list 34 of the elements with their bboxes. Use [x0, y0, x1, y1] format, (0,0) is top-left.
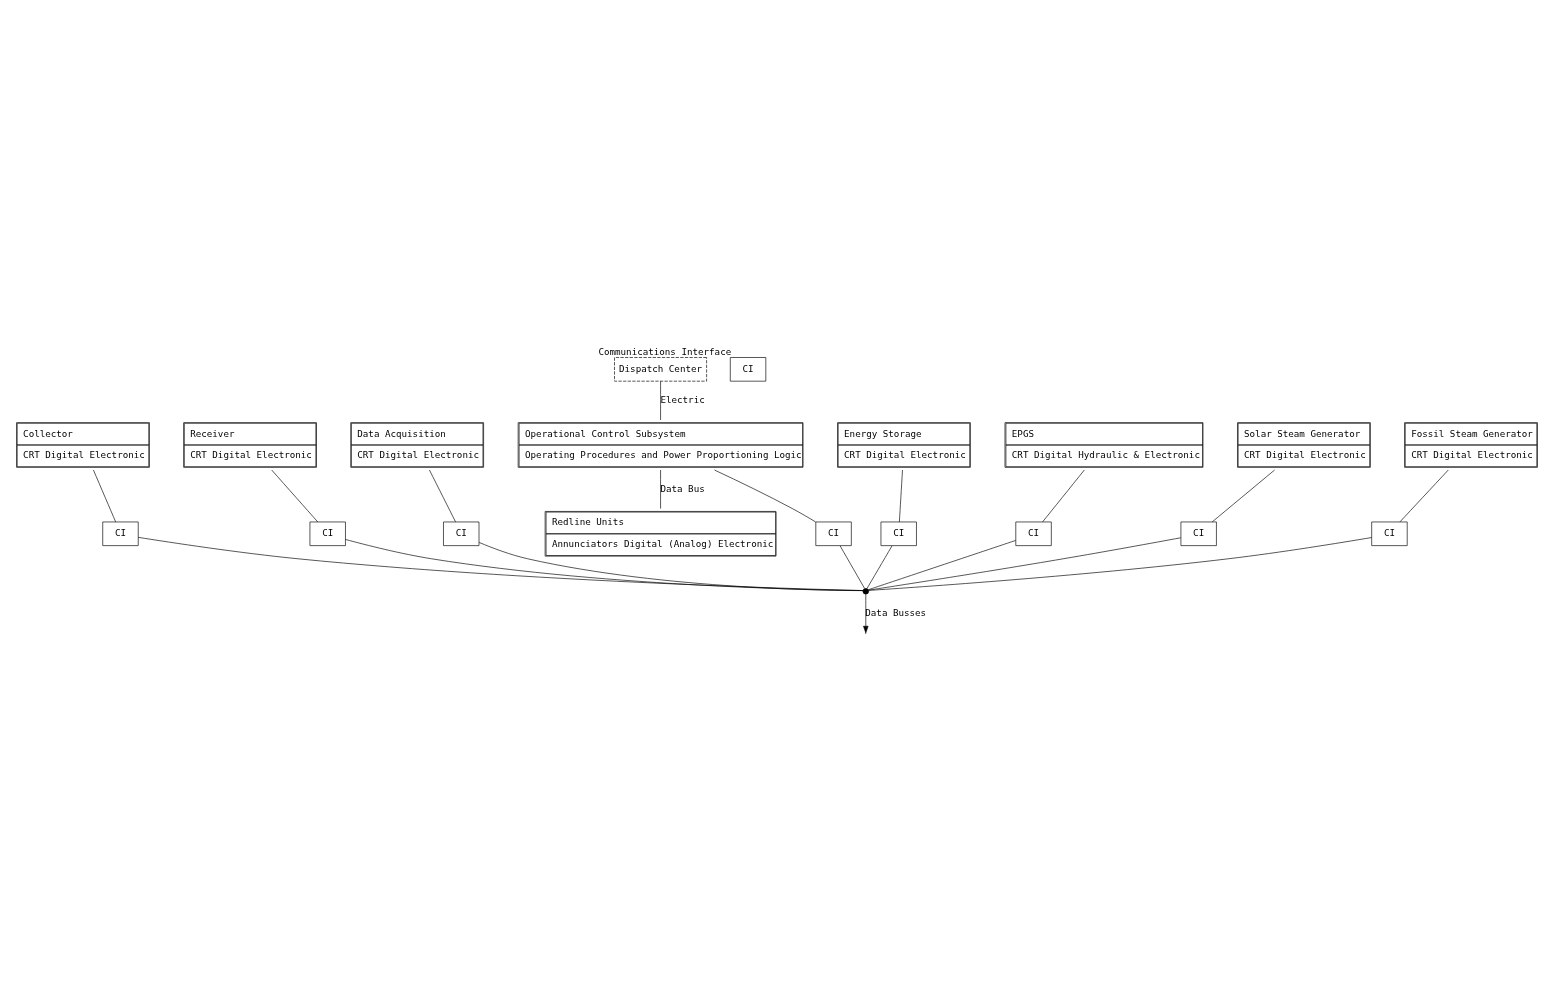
connector — [1211, 469, 1275, 523]
edge-label: Data Busses — [865, 606, 927, 618]
node-box: CI — [1371, 521, 1408, 546]
connector — [1042, 469, 1085, 523]
node-box: CI — [729, 357, 767, 382]
connector — [867, 540, 1016, 591]
node-box: CI — [1180, 521, 1217, 546]
connector — [429, 469, 456, 523]
node-box: CI — [443, 521, 480, 546]
connector — [839, 545, 865, 589]
connector — [478, 542, 864, 591]
connector — [138, 537, 864, 591]
node-box: CI — [309, 521, 346, 546]
arrow — [863, 593, 869, 634]
node-circle — [862, 588, 869, 595]
connector — [271, 469, 319, 523]
node-box: CI — [102, 521, 139, 546]
node-label: Communications Interface — [598, 346, 732, 357]
node-box: CI — [815, 521, 852, 546]
node-box: CI — [880, 521, 917, 546]
node-box: CI — [1015, 521, 1052, 546]
connector — [868, 537, 1182, 591]
connector — [1399, 469, 1449, 523]
connector — [899, 469, 903, 523]
connector — [345, 539, 864, 591]
node-box: Dispatch Center — [614, 357, 707, 382]
connector — [660, 469, 661, 509]
connector — [868, 537, 1372, 591]
connector — [714, 469, 817, 523]
edge-label: Data Bus — [660, 482, 705, 494]
connector — [660, 380, 661, 421]
connector — [866, 545, 893, 589]
edge-label: Electric — [660, 394, 705, 406]
connector — [93, 469, 116, 523]
